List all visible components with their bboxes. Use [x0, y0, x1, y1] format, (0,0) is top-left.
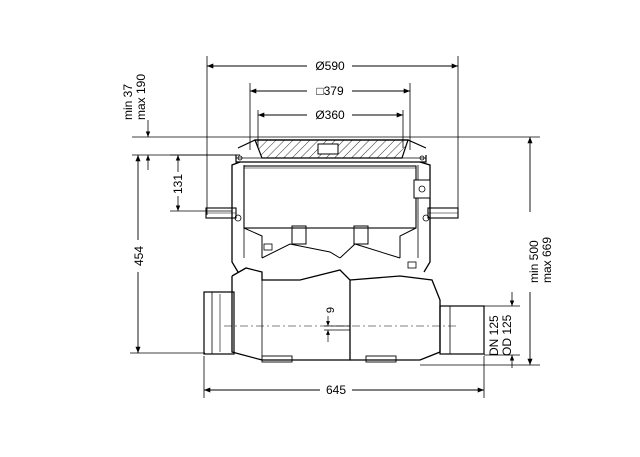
dim-frame-square: □379: [249, 83, 411, 150]
label-pipe-dn: DN 125: [487, 315, 501, 356]
label-top-height-min: min 37: [121, 84, 135, 120]
label-upper-height: 131: [171, 174, 185, 194]
shaft-left-wall: [231, 161, 241, 273]
label-depth-max: max 669: [540, 237, 554, 283]
dim-inner-diameter: Ø360: [257, 108, 404, 148]
dim-upper-height: 131: [170, 154, 240, 212]
label-pipe-od: OD 125: [500, 314, 514, 356]
label-length: 645: [326, 383, 346, 397]
label-outer-diameter: Ø590: [315, 59, 345, 73]
label-top-height-max: max 190: [134, 74, 148, 120]
label-inner-diameter: Ø360: [315, 108, 345, 122]
inner-bucket: [243, 165, 417, 229]
inlet-pipe: [203, 291, 235, 355]
side-latch: [413, 179, 431, 199]
label-drop: 9: [325, 307, 337, 313]
grate-center-knob: [317, 143, 339, 155]
dim-pipe: DN 125 OD 125: [484, 292, 520, 368]
label-frame-square: □379: [316, 84, 344, 98]
dim-outer-diameter: Ø590: [206, 56, 459, 215]
lower-body-outline: [231, 267, 351, 361]
drain-body: [203, 139, 485, 363]
dim-top-height: min 37 max 190: [121, 74, 540, 170]
dim-length: 645: [203, 356, 485, 398]
dim-total-height: 454: [130, 155, 205, 354]
label-total-height: 454: [132, 246, 146, 266]
label-depth-min: min 500: [527, 240, 541, 283]
dim-drop: 9: [324, 307, 350, 342]
shaft-right-wall: [419, 161, 431, 273]
dim-depth: min 500 max 669: [420, 137, 554, 366]
outlet-pipe: [439, 305, 485, 355]
